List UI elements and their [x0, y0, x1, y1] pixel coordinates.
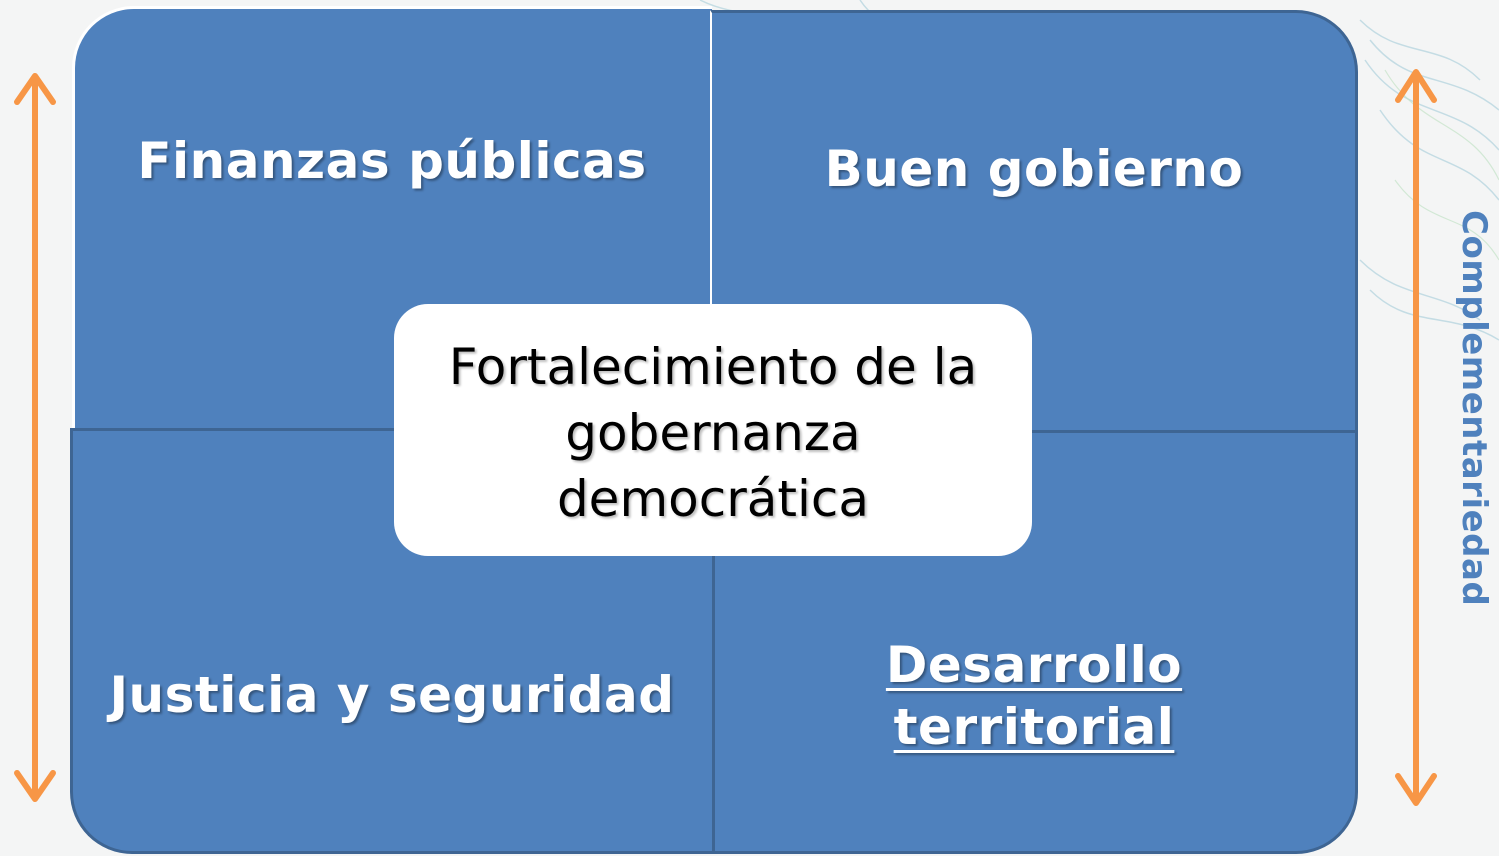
- center-box: [394, 304, 1032, 556]
- side-label-complementariedad: Complementariedad: [1454, 210, 1494, 607]
- quadrant-label-desarrollo-territorial[interactable]: Desarrollo territorial: [712, 634, 1356, 758]
- center-title: Fortalecimiento de la gobernanza democrá…: [394, 334, 1032, 532]
- quadrant-label-finanzas: Finanzas públicas: [137, 132, 647, 190]
- center-title-line-2: gobernanza: [565, 404, 861, 462]
- center-title-line-1: Fortalecimiento de la: [448, 338, 978, 396]
- quadrant-label-buen-gobierno: Buen gobierno: [824, 140, 1244, 198]
- quadrant-label-desarrollo-line-2: territorial: [893, 698, 1175, 756]
- center-title-line-3: democrática: [556, 470, 870, 528]
- quadrant-label-desarrollo-line-1: Desarrollo: [885, 636, 1183, 694]
- quadrant-label-justicia: Justicia y seguridad: [109, 666, 675, 724]
